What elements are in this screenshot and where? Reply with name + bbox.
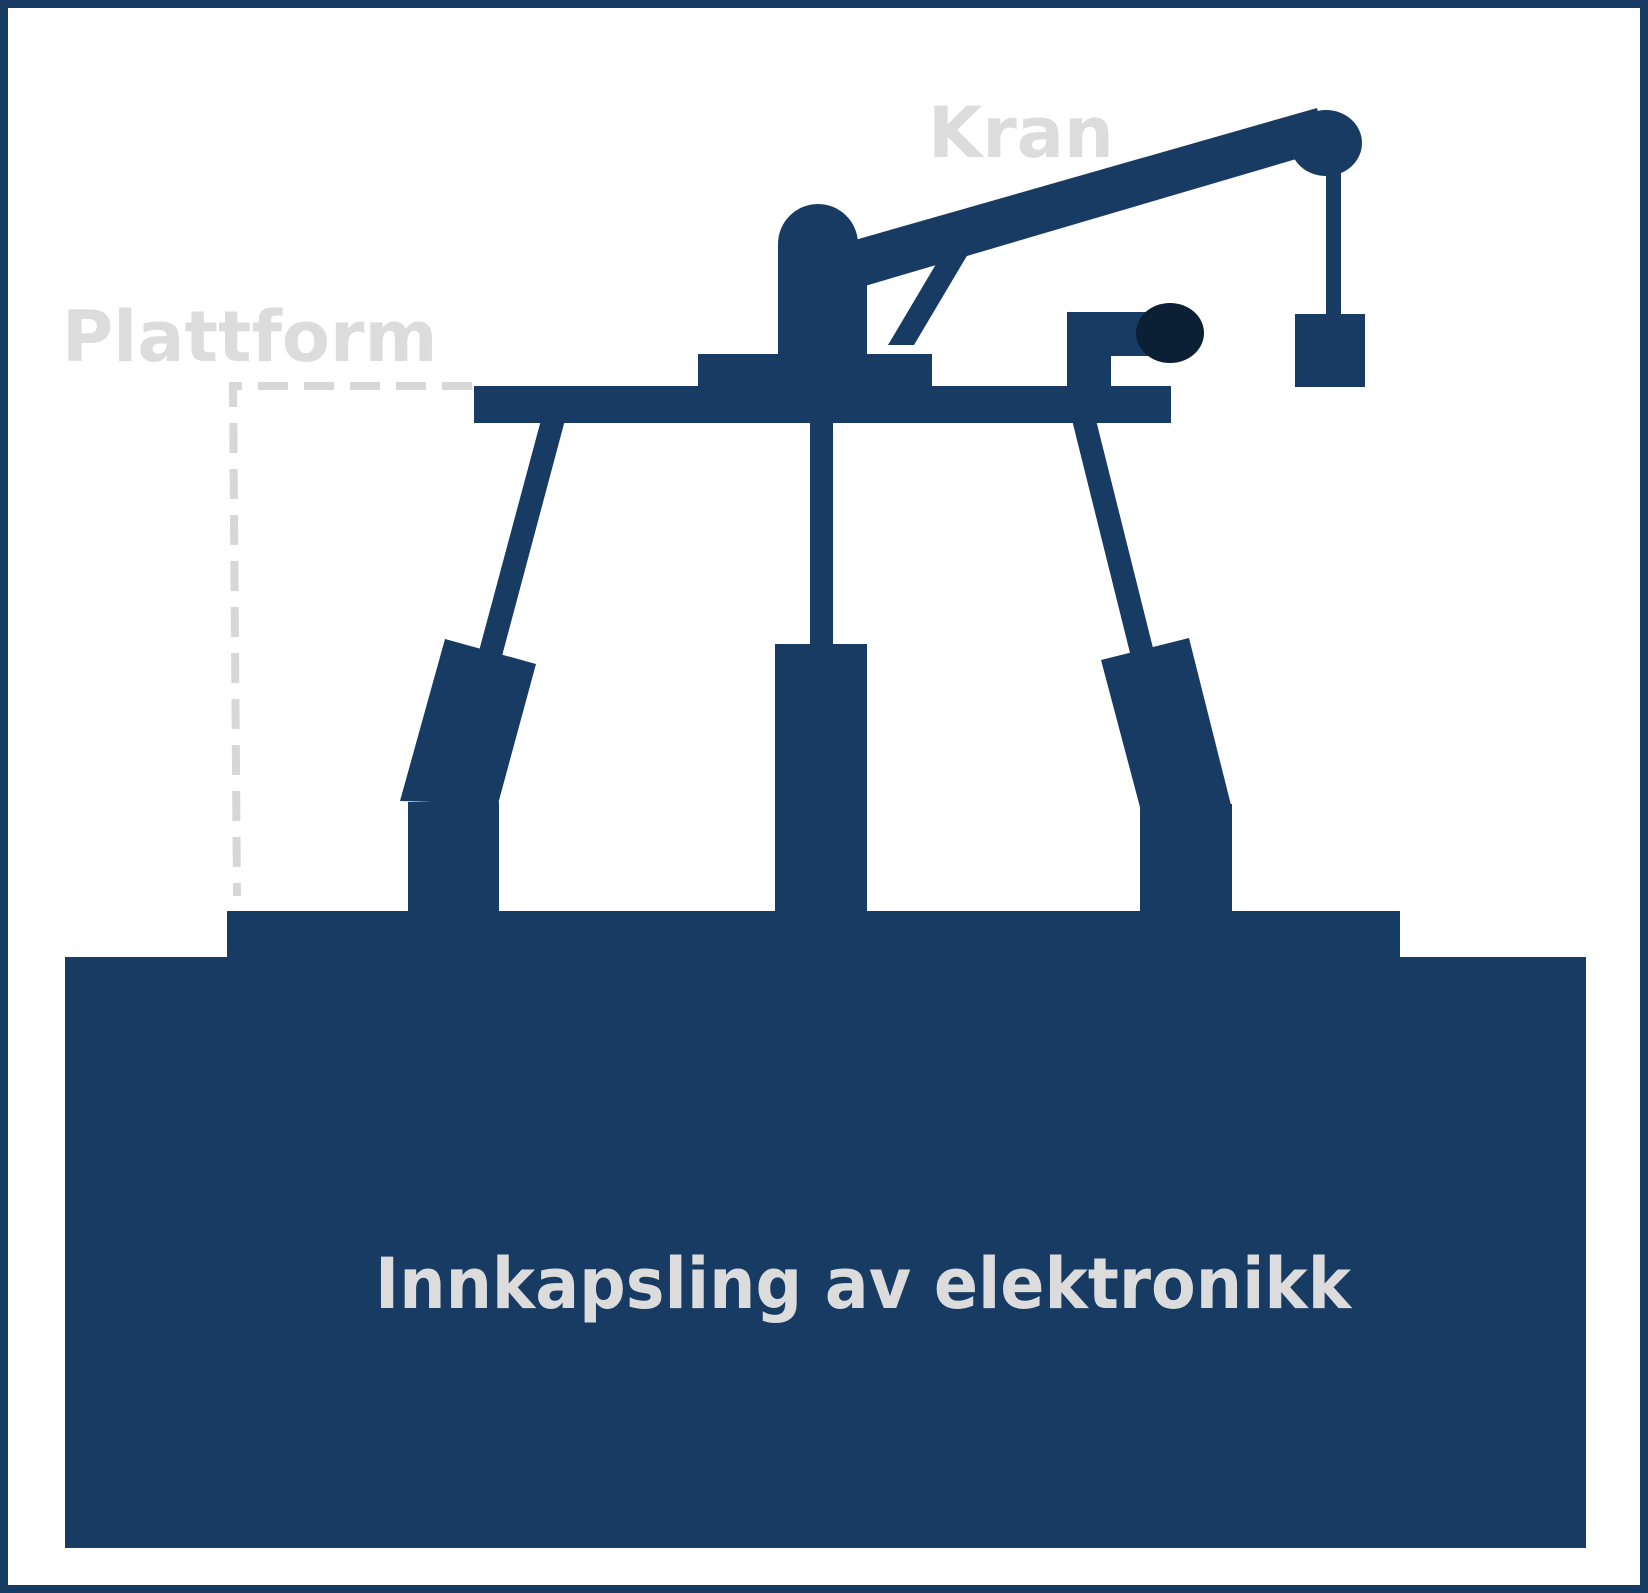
enclosure-label: Innkapsling av elektronikk — [375, 1243, 1352, 1325]
crane-support-strut — [888, 254, 968, 345]
crane-boom — [855, 108, 1327, 286]
leg-right-rod — [1072, 420, 1155, 661]
leg-left-foot — [408, 802, 499, 914]
enclosure-top-step — [227, 911, 1400, 961]
crane-boom-tip — [1290, 110, 1362, 176]
leg-center-rod — [810, 420, 833, 646]
crane-mast-top — [778, 204, 858, 284]
platform-guide-line — [228, 382, 472, 897]
enclosure-body — [65, 957, 1586, 1548]
crane-base — [698, 354, 932, 388]
leg-left — [400, 420, 565, 914]
platform-deck — [474, 386, 1171, 423]
leg-center — [775, 420, 867, 914]
leg-right-foot — [1140, 804, 1232, 914]
crane-label: Kran — [928, 92, 1114, 174]
enclosure — [65, 911, 1586, 1548]
leg-center-sleeve — [775, 644, 867, 914]
leg-left-sleeve — [400, 639, 536, 804]
crane-hoist-cable — [1326, 166, 1341, 316]
platform-label: Plattform — [62, 296, 437, 378]
leg-right-sleeve — [1101, 638, 1231, 811]
crane — [778, 108, 1365, 387]
camera — [1067, 303, 1204, 388]
crane-hook-block — [1295, 314, 1365, 387]
leg-left-rod — [479, 420, 565, 656]
leg-right — [1072, 420, 1232, 914]
camera-lens — [1136, 303, 1204, 363]
